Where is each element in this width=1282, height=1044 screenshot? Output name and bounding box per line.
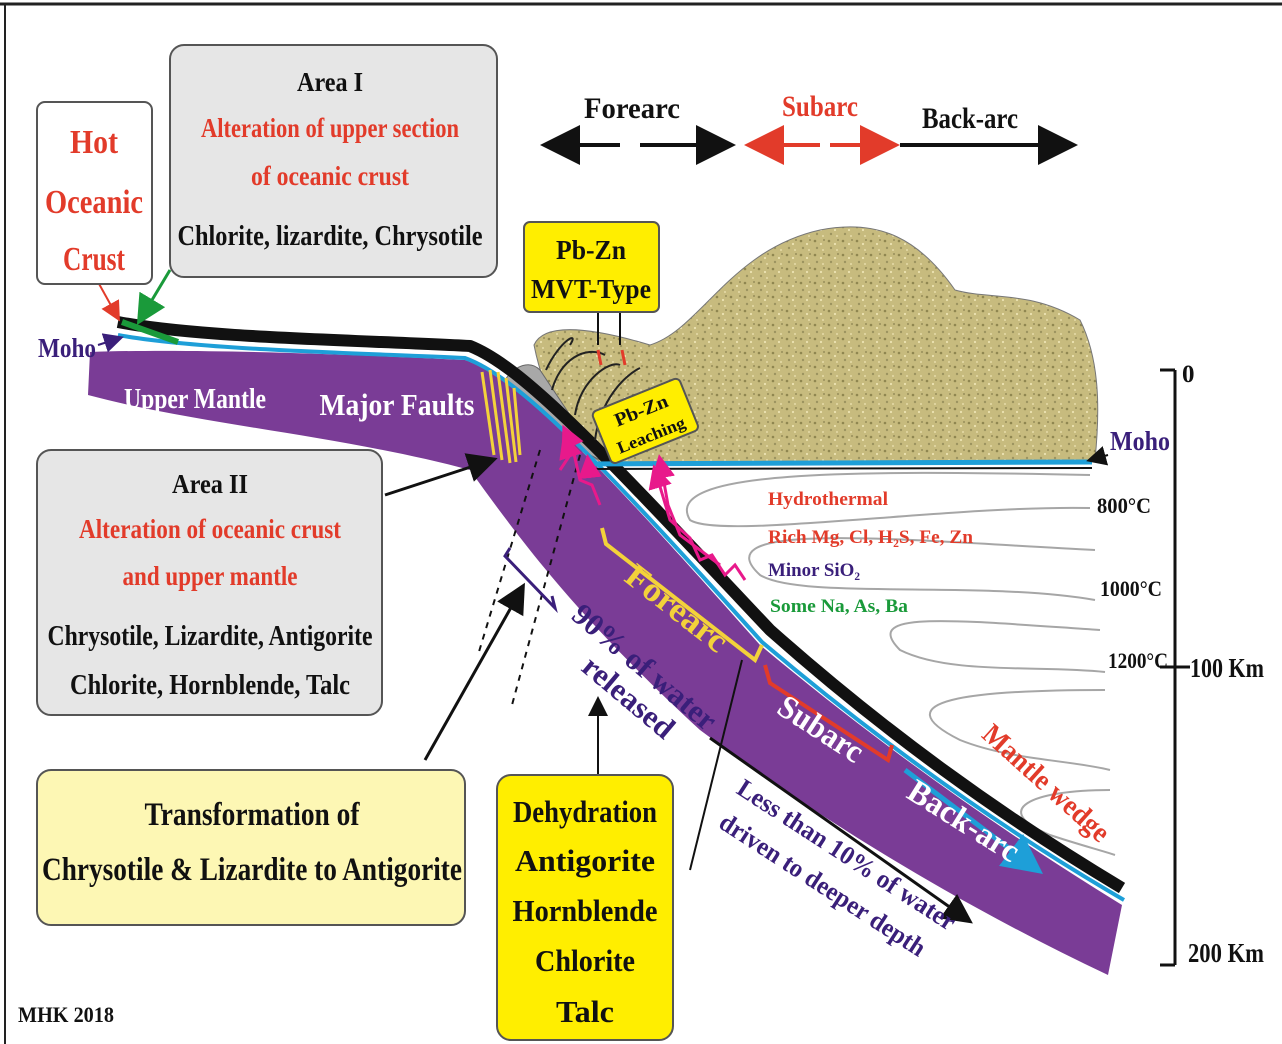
dehydration-l1: Dehydration xyxy=(513,794,657,829)
area2-minerals2: Chlorite, Hornblende, Talc xyxy=(70,670,350,701)
area1-minerals: Chlorite, lizardite, Chrysotile xyxy=(178,220,483,252)
transformation-pointer xyxy=(425,588,522,760)
depth-100: 100 Km xyxy=(1190,653,1264,683)
pbzn-mvt-line1: Pb-Zn xyxy=(556,235,626,265)
pbzn-mvt-line2: MVT-Type xyxy=(531,274,651,304)
major-faults-label: Major Faults xyxy=(320,387,475,422)
moho-left-pointer xyxy=(98,338,120,345)
fluid-line1: Hydrothermal xyxy=(768,489,888,510)
fluid-line2: Rich Mg, Cl, H₂S, Fe, Zn xyxy=(768,527,973,548)
area2-title: Area II xyxy=(172,469,248,499)
moho-right-label: Moho xyxy=(1110,426,1170,456)
dehydration-l4: Chlorite xyxy=(535,943,635,978)
depth-0: 0 xyxy=(1182,361,1195,388)
hot-crust-pointer xyxy=(98,282,118,318)
area2-line2: and upper mantle xyxy=(123,561,298,591)
dehydration-l2: Antigorite xyxy=(515,843,655,878)
area1-line2: of oceanic crust xyxy=(251,161,409,191)
area1-title: Area I xyxy=(297,67,363,97)
isotherm-label-800: 800°C xyxy=(1097,493,1151,518)
upper-mantle-label: Upper Mantle xyxy=(124,383,266,415)
fluid-line3: Minor SiO₂ xyxy=(768,560,860,581)
credit-label: MHK 2018 xyxy=(18,1002,114,1027)
hot-crust-line3: Crust xyxy=(63,241,126,278)
zone-forearc: Forearc xyxy=(584,92,680,125)
hot-crust-line2: Oceanic xyxy=(45,184,143,221)
area2-minerals1: Chrysotile, Lizardite, Antigorite xyxy=(48,621,373,652)
dehydration-l3: Hornblende xyxy=(513,893,658,928)
zone-subarc: Subarc xyxy=(782,90,858,123)
isotherm-label-1000: 1000°C xyxy=(1100,576,1162,601)
hot-crust-line1: Hot xyxy=(70,124,119,161)
depth-200: 200 Km xyxy=(1188,938,1264,968)
fluid-line4: Some Na, As, Ba xyxy=(770,596,909,617)
moho-left-label: Moho xyxy=(38,333,96,363)
dehydration-l5: Talc xyxy=(556,994,614,1029)
transformation-line1: Transformation of xyxy=(145,797,361,833)
area2-line1: Alteration of oceanic crust xyxy=(79,514,341,544)
zone-backarc: Back-arc xyxy=(922,102,1018,135)
area1-line1: Alteration of upper section xyxy=(201,113,459,143)
transformation-box xyxy=(37,770,465,925)
isotherm-label-1200: 1200°C xyxy=(1108,648,1168,673)
transformation-line2: Chrysotile & Lizardite to Antigorite xyxy=(42,852,462,888)
